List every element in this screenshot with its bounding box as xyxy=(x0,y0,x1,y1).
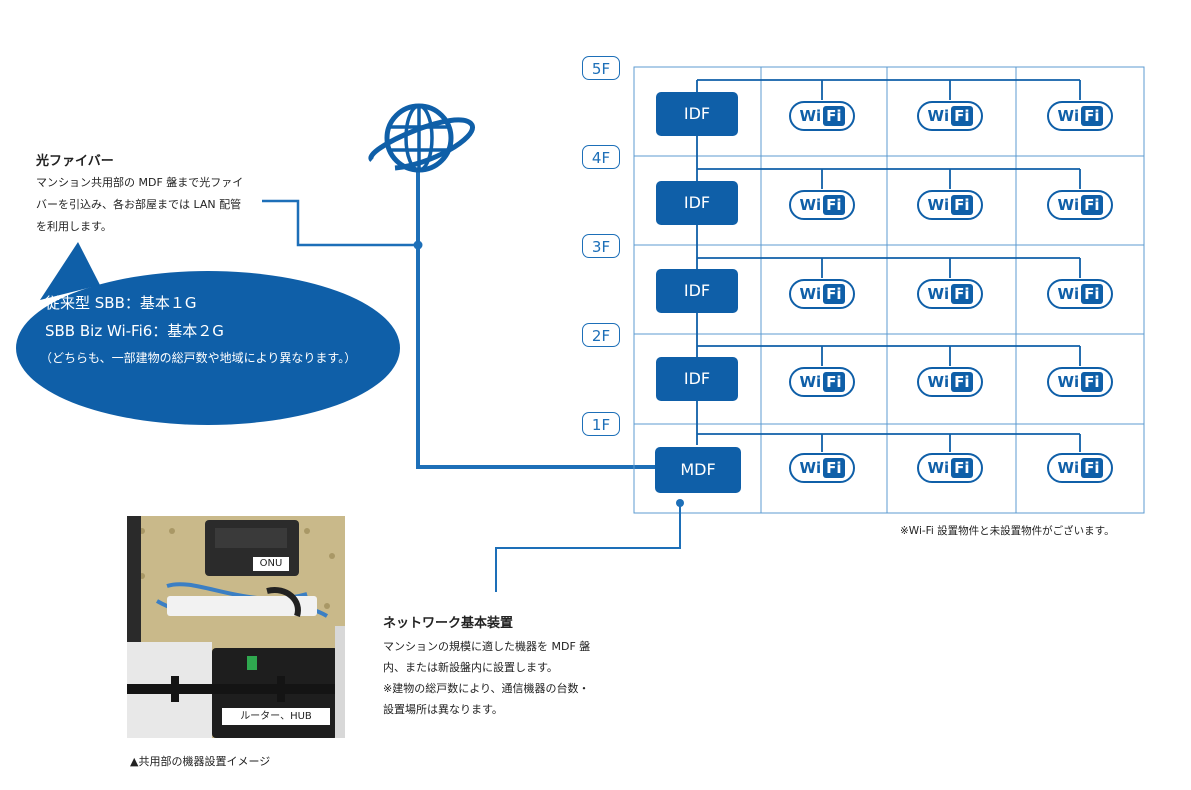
floor-label-2f: 2F xyxy=(582,323,620,347)
fiber-line: バーを引込み、各お部屋までは LAN 配管 xyxy=(36,198,242,211)
fiber-description: マンション共用部の MDF 盤まで光ファイ バーを引込み、各お部屋までは LAN… xyxy=(36,172,286,238)
wifi-badge-wi: Wi xyxy=(1057,373,1080,391)
onu-label: ONU xyxy=(253,557,289,571)
wifi-badge-wi: Wi xyxy=(927,285,950,303)
speech-bubble-body xyxy=(16,271,400,425)
wifi-badge-wi: Wi xyxy=(799,107,822,125)
router-hub-label: ルーター、HUB xyxy=(222,708,330,725)
wifi-badge-fi: Fi xyxy=(951,372,973,392)
fiber-line: マンション共用部の MDF 盤まで光ファイ xyxy=(36,176,244,189)
bubble-line-2: SBB Biz Wi-Fi6：基本２G xyxy=(45,322,224,340)
wifi-badge-wi: Wi xyxy=(1057,196,1080,214)
wifi-badge-fi: Fi xyxy=(1081,372,1103,392)
fiber-line: を利用します。 xyxy=(36,220,112,233)
idf-box-2f: IDF xyxy=(656,357,738,401)
wifi-badge-fi: Fi xyxy=(823,284,845,304)
fiber-title: 光ファイバー xyxy=(36,154,114,169)
network-description: マンションの規模に適した機器を MDF 盤 内、または新設盤内に設置します。 ※… xyxy=(383,636,623,720)
building-grid xyxy=(633,66,1145,514)
wifi-badge-wi: Wi xyxy=(927,196,950,214)
globe-icon xyxy=(368,103,475,173)
idf-box-5f: IDF xyxy=(656,92,738,136)
lan-wiring xyxy=(696,79,1081,452)
wifi-badge-wi: Wi xyxy=(1057,107,1080,125)
wifi-badge-fi: Fi xyxy=(951,284,973,304)
photo-caption: ▲共用部の機器設置イメージ xyxy=(130,755,271,768)
speech-bubble xyxy=(40,242,100,300)
wifi-badge-fi: Fi xyxy=(1081,106,1103,126)
wifi-badge-fi: Fi xyxy=(1081,458,1103,478)
wifi-badge-wi: Wi xyxy=(799,373,822,391)
wifi-badge-fi: Fi xyxy=(1081,284,1103,304)
network-line: マンションの規模に適した機器を MDF 盤 xyxy=(383,640,591,653)
idf-box-4f: IDF xyxy=(656,181,738,225)
equipment-photo: ONU ルーター、HUB xyxy=(127,516,345,738)
wifi-badge-fi: Fi xyxy=(823,372,845,392)
wifi-badge-fi: Fi xyxy=(951,106,973,126)
bubble-line-3: （どちらも、一部建物の総戸数や地域により異なります。） xyxy=(40,351,357,365)
fiber-callout-line xyxy=(262,199,418,247)
wifi-badge-wi: Wi xyxy=(799,459,822,477)
wifi-badge-wi: Wi xyxy=(1057,459,1080,477)
wifi-badge-fi: Fi xyxy=(951,458,973,478)
wifi-badge-wi: Wi xyxy=(799,285,822,303)
network-line: ※建物の総戸数により、通信機器の台数・ xyxy=(383,682,590,695)
mdf-callout-dot xyxy=(676,499,684,507)
floor-label-1f: 1F xyxy=(582,412,620,436)
equipment-illustration xyxy=(127,516,345,738)
wifi-badge-wi: Wi xyxy=(1057,285,1080,303)
bubble-line-1: 従来型 SBB：基本１G xyxy=(45,294,197,312)
wifi-badge-fi: Fi xyxy=(1081,195,1103,215)
floor-label-5f: 5F xyxy=(582,56,620,80)
wifi-badge-wi: Wi xyxy=(927,459,950,477)
floor-label-3f: 3F xyxy=(582,234,620,258)
network-line: 内、または新設盤内に設置します。 xyxy=(383,661,558,674)
wifi-badge-fi: Fi xyxy=(951,195,973,215)
network-title: ネットワーク基本装置 xyxy=(383,616,514,631)
wifi-badge-fi: Fi xyxy=(823,106,845,126)
floor-label-4f: 4F xyxy=(582,145,620,169)
wifi-note: ※Wi-Fi 設置物件と未設置物件がございます。 xyxy=(900,525,1115,537)
network-line: 設置場所は異なります。 xyxy=(383,703,503,716)
mdf-box: MDF xyxy=(655,447,741,493)
wifi-badge-wi: Wi xyxy=(927,107,950,125)
fiber-trunk xyxy=(416,165,656,469)
idf-box-3f: IDF xyxy=(656,269,738,313)
wifi-badge-fi: Fi xyxy=(823,458,845,478)
wifi-badge-fi: Fi xyxy=(823,195,845,215)
wifi-badge-wi: Wi xyxy=(927,373,950,391)
mdf-callout-line xyxy=(495,503,681,592)
wifi-badge-wi: Wi xyxy=(799,196,822,214)
